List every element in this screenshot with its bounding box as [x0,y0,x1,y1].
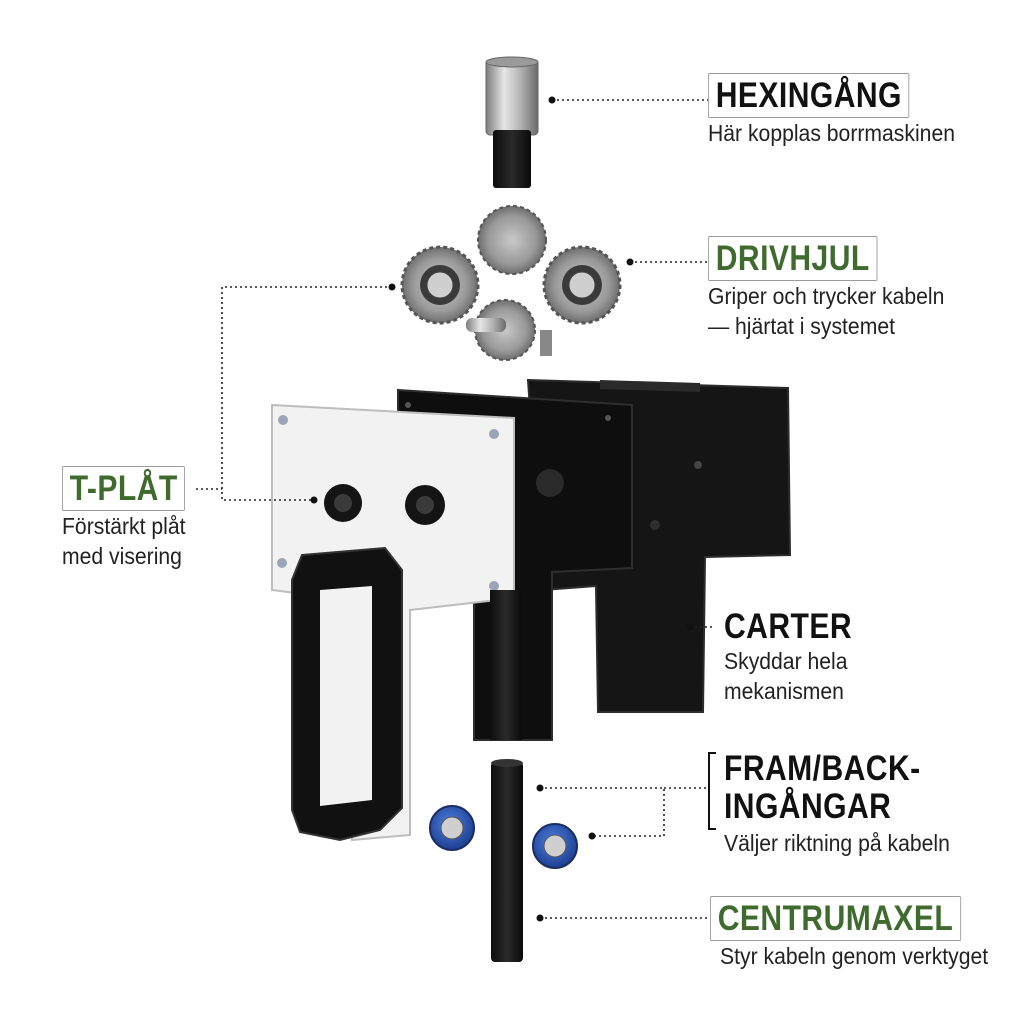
label-framback: FRAM/BACK- INGÅNGAR Väljer riktning på k… [724,750,969,858]
label-carter-desc-2: mekanismen [724,678,844,704]
handle-part [291,546,403,842]
label-tplat-desc-1: Förstärkt plåt [62,513,186,539]
label-drivhjul-title: DRIVHJUL [708,236,878,281]
direction-nuts-part [429,805,578,869]
label-hexingang: HEXINGÅNG Här kopplas borrmaskinen [708,73,976,148]
hex-input-part [485,56,539,188]
label-centrumaxel-title: CENTRUMAXEL [710,896,961,941]
label-hexingang-title: HEXINGÅNG [708,73,910,118]
label-hexingang-desc: Här kopplas borrmaskinen [708,120,955,146]
drive-gears-part [400,205,622,361]
leader-framback [540,787,665,837]
label-framback-title-2: INGÅNGAR [724,787,892,826]
label-tplat-desc-2: med visering [62,543,182,569]
leader-dots [310,96,694,922]
label-drivhjul-desc-2: — hjärtat i systemet [708,313,895,339]
label-tplat: T-PLÅT Förstärkt plåt med visering [62,466,205,571]
leader-tplat [221,286,392,501]
label-framback-bracket [708,752,716,830]
center-axle-part [490,590,523,962]
label-centrumaxel: CENTRUMAXEL Styr kabeln genom verktyget [710,896,1011,971]
label-carter-title: CARTER [724,607,852,646]
leader-lines [196,99,712,919]
label-framback-title-1: FRAM/BACK- [724,749,921,788]
label-carter: CARTER Skyddar hela mekanismen [724,608,873,706]
label-drivhjul-desc-1: Griper och trycker kabeln [708,283,945,309]
label-tplat-title: T-PLÅT [62,466,186,511]
label-framback-desc: Väljer riktning på kabeln [724,830,950,856]
label-carter-desc-1: Skyddar hela [724,648,848,674]
label-centrumaxel-desc: Styr kabeln genom verktyget [720,943,989,969]
label-drivhjul: DRIVHJUL Griper och trycker kabeln — hjä… [708,236,965,341]
